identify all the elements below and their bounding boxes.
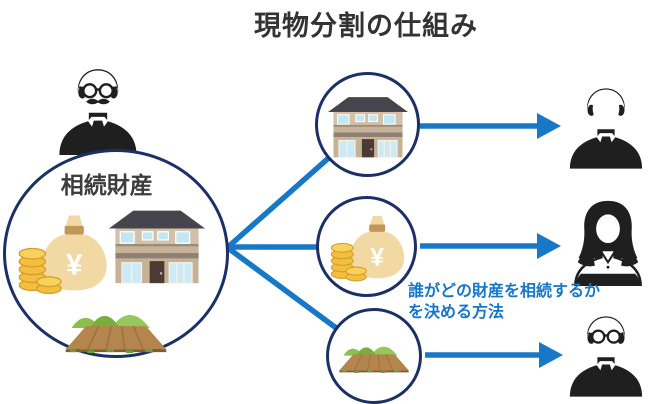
house-icon: [324, 91, 412, 159]
yen-symbol: ¥: [66, 249, 83, 282]
money-bag-coins-icon: ¥: [14, 208, 110, 296]
asset-circle-money: ¥: [316, 196, 417, 297]
diagram-title: 現物分割の仕組み: [254, 11, 478, 41]
estate-circle-label: 相続財産: [60, 172, 153, 198]
house-icon: [104, 202, 210, 286]
elderly-man-icon: [52, 54, 144, 155]
farmland-icon: [58, 298, 174, 358]
yen-symbol: ¥: [370, 244, 384, 271]
annotation-line-1: 誰がどの財産を相続するか: [408, 283, 601, 300]
heir-woman-icon: [567, 196, 649, 286]
asset-circle-house: [315, 72, 420, 177]
annotation-text: 誰がどの財産を相続するか を決める方法: [408, 281, 600, 323]
estate-circle: 相続財産 ¥: [3, 149, 229, 358]
annotation-line-2: を決める方法: [408, 304, 505, 321]
asset-circle-land: [326, 308, 422, 404]
money-bag-coins-icon: ¥: [327, 210, 407, 283]
farmland-icon: [334, 335, 414, 376]
heir-man-icon: [563, 74, 649, 169]
